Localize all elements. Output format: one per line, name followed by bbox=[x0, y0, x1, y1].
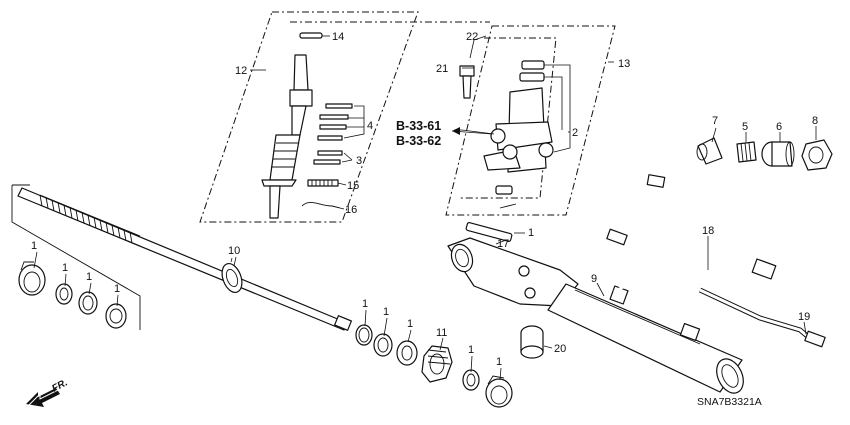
callout-16: 16 bbox=[345, 204, 357, 216]
gear-housing bbox=[447, 222, 579, 307]
callout-1: 1 bbox=[31, 240, 37, 252]
steering-rack bbox=[17, 187, 352, 331]
spring-5 bbox=[736, 141, 757, 163]
callout-7: 7 bbox=[712, 115, 718, 127]
callout-1: 1 bbox=[496, 356, 502, 368]
rack-bushing bbox=[105, 303, 127, 329]
callout-1: 1 bbox=[528, 227, 534, 239]
callout-6: 6 bbox=[776, 121, 782, 133]
pinion-group-frame bbox=[199, 11, 419, 223]
o-ring-a bbox=[355, 324, 373, 346]
callout-4: 4 bbox=[367, 120, 373, 132]
callout-9: 9 bbox=[591, 273, 597, 285]
locknut-8 bbox=[801, 139, 833, 171]
callout-1: 1 bbox=[383, 306, 389, 318]
clip-16 bbox=[301, 202, 341, 209]
callout-13: 13 bbox=[618, 58, 630, 70]
callout-1: 1 bbox=[407, 318, 413, 330]
leader-lines bbox=[33, 35, 817, 381]
rack-bracket bbox=[11, 184, 141, 330]
callout-14: 14 bbox=[332, 31, 344, 43]
guide-6 bbox=[761, 141, 795, 167]
spring-15 bbox=[307, 179, 339, 187]
pin-14 bbox=[299, 32, 323, 39]
callout-8: 8 bbox=[812, 115, 818, 127]
callout-1: 1 bbox=[86, 271, 92, 283]
bolt-21 bbox=[459, 65, 475, 99]
springs-4 bbox=[317, 103, 353, 141]
front-direction-arrow bbox=[26, 388, 60, 407]
callout-3: 3 bbox=[356, 155, 362, 167]
springs-3 bbox=[313, 150, 343, 165]
front-direction-label: FR. bbox=[50, 377, 69, 394]
seal-c bbox=[396, 340, 418, 366]
callout-10: 10 bbox=[228, 245, 240, 257]
callout-21: 21 bbox=[436, 63, 448, 75]
callout-1: 1 bbox=[114, 283, 120, 295]
callout-labels: 1 1 1 1 1 1 1 1 1 1 2 3 4 5 6 7 8 9 10 1… bbox=[31, 31, 818, 368]
mount-bushing-20 bbox=[520, 325, 544, 359]
ring-d bbox=[462, 369, 480, 391]
diagram-code: SNA7B3321A bbox=[697, 396, 762, 408]
callout-22: 22 bbox=[466, 31, 478, 43]
callout-12: 12 bbox=[235, 65, 247, 77]
reference-code[interactable]: B-33-61 bbox=[396, 119, 441, 133]
clamp-band-right bbox=[485, 375, 513, 408]
cylinder-end-nut bbox=[421, 345, 453, 383]
clamp-band-left bbox=[18, 261, 46, 296]
cap-7 bbox=[696, 137, 723, 165]
reference-arrow bbox=[451, 127, 493, 135]
callout-2: 2 bbox=[572, 127, 578, 139]
callout-19: 19 bbox=[798, 311, 810, 323]
reference-code[interactable]: B-33-62 bbox=[396, 134, 441, 148]
callout-11: 11 bbox=[436, 327, 447, 339]
o-ring-b bbox=[373, 333, 393, 357]
callout-1: 1 bbox=[468, 344, 474, 356]
seal-ring-a bbox=[55, 283, 73, 305]
valve-body bbox=[483, 60, 554, 209]
callout-20: 20 bbox=[554, 343, 566, 355]
fluid-line-18 bbox=[596, 174, 777, 298]
callout-1: 1 bbox=[62, 262, 68, 274]
seal-ring-b bbox=[78, 291, 98, 315]
pinion-shaft bbox=[261, 54, 313, 219]
callout-5: 5 bbox=[742, 121, 748, 133]
callout-1: 1 bbox=[362, 298, 368, 310]
callout-15: 15 bbox=[347, 180, 359, 192]
fluid-line-19 bbox=[698, 287, 826, 348]
valve-body-group-frame bbox=[290, 21, 616, 216]
callout-17: 17 bbox=[497, 238, 509, 250]
callout-18: 18 bbox=[702, 225, 714, 237]
